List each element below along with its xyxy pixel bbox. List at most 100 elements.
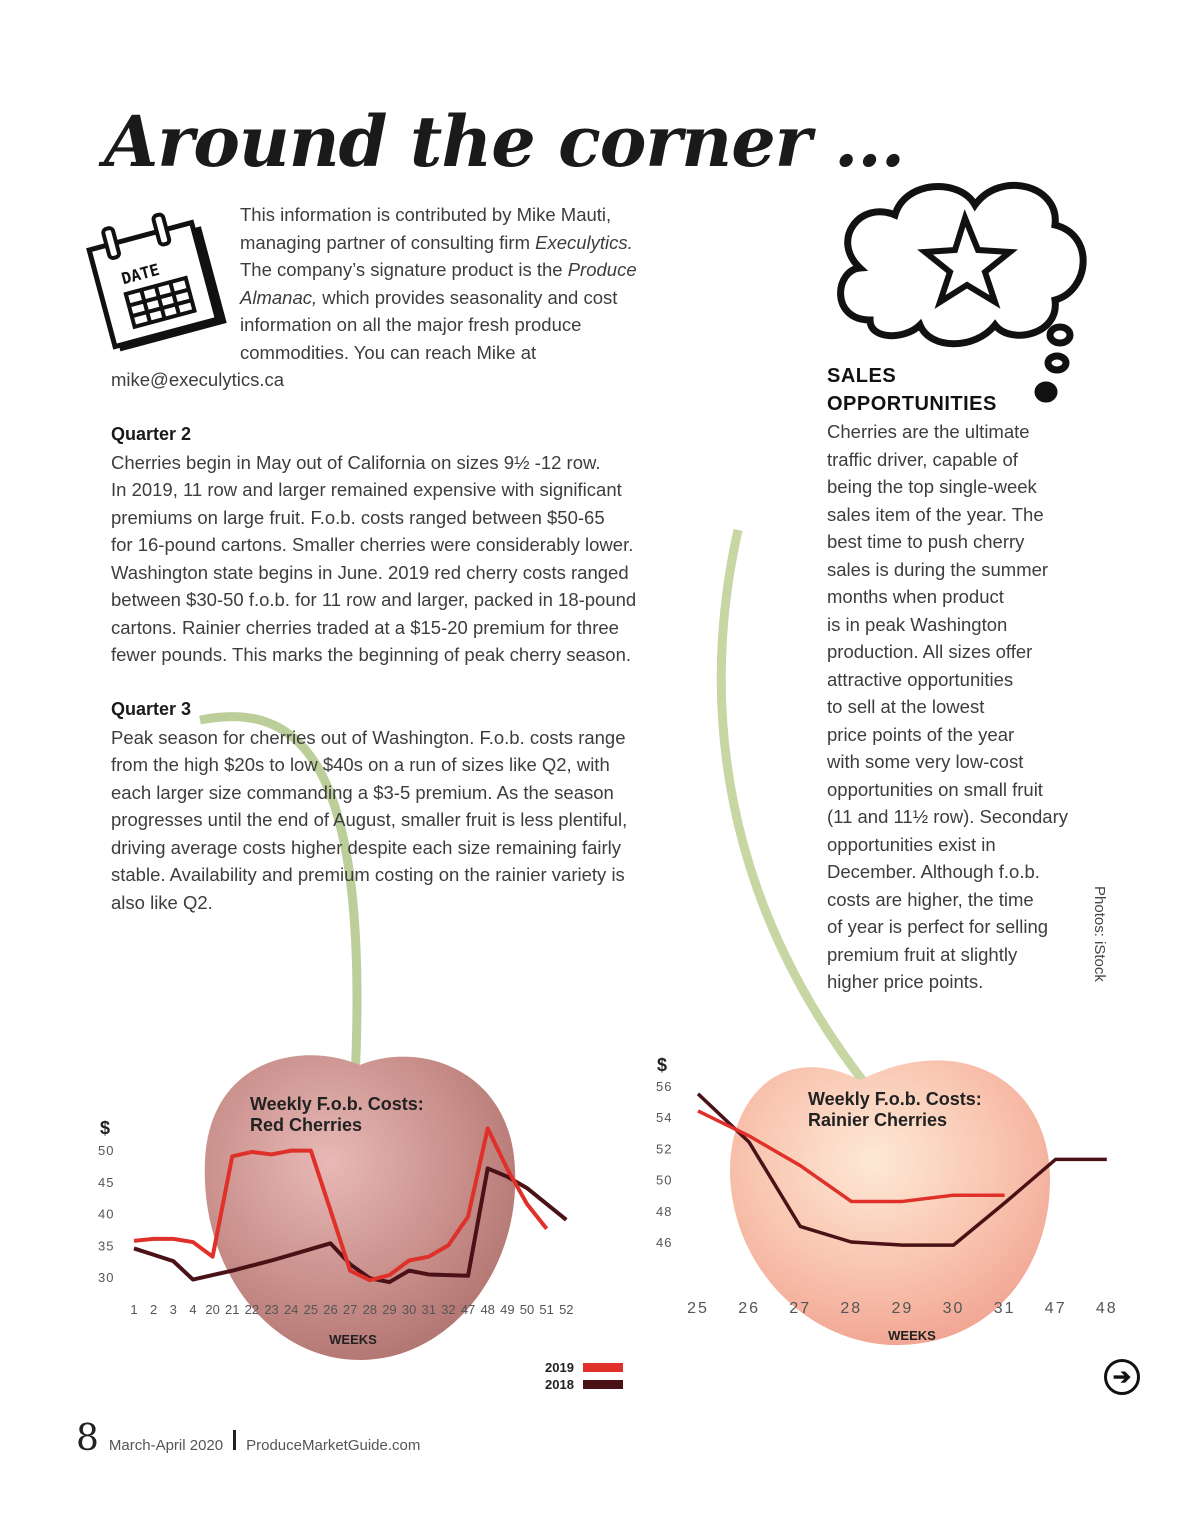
text-line: fewer pounds. This marks the beginning o… bbox=[111, 644, 632, 665]
text-line: of year is perfect for selling bbox=[827, 916, 1049, 937]
footer-divider bbox=[233, 1430, 237, 1450]
x-tick-label: 29 bbox=[892, 1300, 914, 1317]
x-tick-label: 47 bbox=[461, 1302, 475, 1317]
x-tick-label: 2 bbox=[150, 1302, 157, 1317]
text-line: sales is during the summer bbox=[827, 558, 1049, 580]
text-line: production. All sizes offer bbox=[827, 641, 1033, 662]
red-cherry-stem bbox=[199, 712, 362, 1081]
x-tick-label: 26 bbox=[323, 1302, 337, 1317]
legend-label: 2018 bbox=[545, 1377, 574, 1392]
x-tick-label: 26 bbox=[738, 1300, 760, 1317]
y-tick-label: 54 bbox=[656, 1110, 672, 1125]
text-line: price points of the year bbox=[827, 723, 1015, 745]
series-line-2019 bbox=[133, 1126, 549, 1283]
thought-bubble-star-icon bbox=[837, 181, 1087, 403]
quarter-3-section: Quarter 3 Peak season for cherries out o… bbox=[111, 696, 627, 916]
x-axis-label: WEEKS bbox=[329, 1332, 377, 1347]
text-line: stable. Availability and premium costing… bbox=[111, 864, 625, 885]
y-tick-label: 48 bbox=[656, 1204, 672, 1219]
x-tick-label: 31 bbox=[994, 1300, 1016, 1317]
chart-title: Red Cherries bbox=[250, 1115, 362, 1135]
x-tick-label: 29 bbox=[382, 1302, 396, 1317]
x-tick-label: 50 bbox=[520, 1302, 534, 1317]
y-tick-label: 56 bbox=[656, 1079, 672, 1094]
text-line: Almanac, which provides seasonality and … bbox=[240, 286, 618, 308]
text-line: to sell at the lowest bbox=[827, 696, 985, 717]
y-axis-label: $ bbox=[657, 1055, 667, 1075]
x-tick-label: 27 bbox=[343, 1302, 357, 1317]
text-line: sales item of the year. The bbox=[827, 503, 1044, 525]
y-tick-label: 45 bbox=[98, 1175, 114, 1190]
text-line: progresses until the end of August, smal… bbox=[111, 809, 628, 830]
text-line: each larger size commanding a $3-5 premi… bbox=[111, 781, 614, 803]
text-line: is in peak Washington bbox=[827, 613, 1008, 635]
legend-swatch-2018 bbox=[583, 1380, 623, 1389]
text-line: from the high $20s to low $40s on a run … bbox=[111, 754, 610, 775]
x-tick-label: 20 bbox=[205, 1302, 219, 1317]
text-line: traffic driver, capable of bbox=[827, 448, 1018, 470]
red-cherry bbox=[204, 1055, 516, 1360]
sales-heading-line: OPPORTUNITIES bbox=[827, 392, 997, 415]
quarter-3-text: Peak season for cherries out of Washingt… bbox=[111, 724, 627, 917]
next-arrow-icon[interactable]: ➔ bbox=[1104, 1359, 1140, 1395]
text-line: between $30-50 f.o.b. for 11 row and lar… bbox=[111, 589, 637, 610]
text-line: managing partner of consulting firm Exec… bbox=[240, 231, 633, 253]
x-tick-label: 25 bbox=[304, 1302, 318, 1317]
y-tick-label: 30 bbox=[98, 1270, 114, 1285]
x-tick-label: 3 bbox=[170, 1302, 177, 1317]
text-line: Cherries begin in May out of California … bbox=[111, 451, 601, 473]
chart-title: Weekly F.o.b. Costs: bbox=[250, 1094, 424, 1114]
contact-email: mike@execulytics.ca bbox=[111, 369, 284, 390]
text-line: best time to push cherry bbox=[827, 531, 1025, 552]
chart-title: Weekly F.o.b. Costs: bbox=[808, 1089, 982, 1109]
text-line: for 16-pound cartons. Smaller cherries w… bbox=[111, 534, 634, 555]
text-line: also like Q2. bbox=[111, 891, 213, 913]
text-line: commodities. You can reach Mike at bbox=[240, 341, 537, 363]
x-tick-label: 49 bbox=[500, 1302, 514, 1317]
y-tick-label: 35 bbox=[98, 1238, 114, 1253]
text-line: cartons. Rainier cherries traded at a $1… bbox=[111, 616, 619, 638]
x-tick-label: 47 bbox=[1045, 1300, 1067, 1317]
text-line: December. Although f.o.b. bbox=[827, 861, 1040, 882]
text-line: This information is contributed by Mike … bbox=[240, 204, 612, 225]
chart-title: Rainier Cherries bbox=[808, 1110, 947, 1130]
x-tick-label: 48 bbox=[480, 1302, 494, 1317]
rainier-cherry-stem bbox=[716, 529, 874, 1093]
x-tick-label: 30 bbox=[943, 1300, 965, 1317]
quarter-2-section: Quarter 2 Cherries begin in May out of C… bbox=[111, 421, 636, 669]
x-axis-label: WEEKS bbox=[888, 1328, 936, 1343]
x-tick-label: 21 bbox=[225, 1302, 239, 1317]
sales-heading-line: SALES bbox=[827, 365, 897, 387]
text-line: attractive opportunities bbox=[827, 668, 1014, 690]
text-line: Peak season for cherries out of Washingt… bbox=[111, 726, 626, 748]
website-link[interactable]: ProduceMarketGuide.com bbox=[246, 1437, 421, 1454]
calendar-icon: DATE bbox=[86, 212, 227, 352]
sales-opportunities-heading: SALES OPPORTUNITIES bbox=[827, 363, 997, 418]
x-tick-label: 28 bbox=[363, 1302, 377, 1317]
text-line: information on all the major fresh produ… bbox=[240, 314, 582, 335]
legend-swatch-2019 bbox=[583, 1363, 623, 1372]
text-line: The company’s signature product is the P… bbox=[240, 259, 637, 280]
y-tick-label: 52 bbox=[656, 1141, 672, 1156]
x-tick-label: 51 bbox=[539, 1302, 553, 1317]
x-tick-label: 4 bbox=[189, 1302, 196, 1317]
text-line: premiums on large fruit. F.o.b. costs ra… bbox=[111, 506, 605, 528]
page-footer: 8 March-April 2020 ProduceMarketGuide.co… bbox=[76, 1418, 420, 1459]
x-tick-label: 28 bbox=[840, 1300, 862, 1317]
y-axis-label: $ bbox=[100, 1118, 110, 1138]
legend-label: 2019 bbox=[545, 1360, 574, 1375]
text-line: with some very low-cost bbox=[827, 751, 1024, 772]
text-line: Cherries are the ultimate bbox=[827, 421, 1030, 442]
intro-paragraph: This information is contributed by Mike … bbox=[240, 201, 637, 366]
y-tick-label: 50 bbox=[656, 1173, 672, 1188]
x-tick-label: 25 bbox=[687, 1300, 709, 1317]
text-line: (11 and 11½ row). Secondary bbox=[827, 806, 1068, 827]
x-tick-label: 31 bbox=[422, 1302, 436, 1317]
x-tick-label: 22 bbox=[245, 1302, 259, 1317]
text-line: costs are higher, the time bbox=[827, 888, 1034, 910]
x-tick-label: 27 bbox=[789, 1300, 811, 1317]
quarter-2-heading: Quarter 2 bbox=[111, 424, 192, 444]
